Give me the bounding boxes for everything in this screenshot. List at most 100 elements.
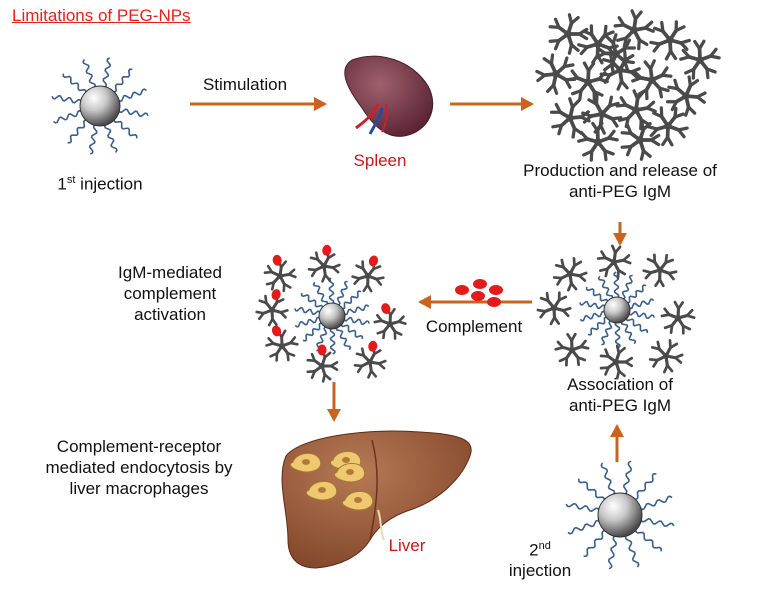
- igm-antibody: [353, 340, 387, 379]
- igm-fab: [545, 292, 550, 303]
- igm-fab: [660, 20, 665, 33]
- peg-chain: [312, 281, 329, 306]
- igm-antibody: [660, 300, 696, 335]
- bound-complement: [368, 255, 379, 267]
- peg-chain: [565, 502, 601, 513]
- flow-arrows: [190, 97, 627, 462]
- igm-fab: [577, 274, 587, 282]
- igm-fab: [279, 311, 287, 319]
- stimulation-label: Stimulation: [202, 75, 288, 94]
- igm-antibody: [307, 244, 341, 283]
- peg-chain: [613, 271, 620, 299]
- igm-fab: [267, 337, 275, 345]
- igm-fab: [595, 121, 604, 133]
- igm-fab: [673, 78, 680, 91]
- igm-fab: [664, 258, 675, 264]
- peg-chain: [294, 306, 321, 316]
- peg-chain: [53, 109, 83, 124]
- igm-fab: [629, 70, 640, 80]
- igm-antibody: [647, 106, 689, 147]
- igm-fab: [608, 101, 620, 108]
- igm-arm: [676, 306, 681, 320]
- igm-fab: [599, 72, 612, 77]
- igm-arm: [612, 251, 617, 264]
- peg-chain: [343, 304, 370, 316]
- igm-fab: [594, 93, 599, 106]
- igm-fab: [622, 59, 630, 72]
- bound-complement: [272, 254, 282, 266]
- complement-protein: [487, 297, 501, 307]
- igm-fab: [643, 26, 655, 33]
- igm-fab: [361, 260, 365, 270]
- peg-chain: [567, 519, 601, 535]
- igm-fab: [621, 258, 632, 265]
- igm-antibody: [536, 291, 572, 326]
- igm-fab: [611, 33, 618, 45]
- igm-antibody: [649, 20, 691, 61]
- igm-antibody: [679, 39, 721, 80]
- peg-chain: [340, 323, 364, 339]
- igm-fab: [558, 356, 569, 363]
- association-line-1: Association of: [567, 375, 673, 394]
- igm-fab: [623, 46, 636, 50]
- peg-chain: [607, 534, 618, 570]
- endocytosis-label: Complement-receptor mediated endocytosis…: [14, 436, 264, 499]
- igm-fab: [397, 320, 407, 325]
- igm-arm: [634, 96, 640, 112]
- igm-fab: [617, 346, 626, 355]
- igm-fab: [289, 341, 299, 346]
- igm-fab: [677, 301, 685, 310]
- igm-fab: [679, 41, 689, 51]
- igm-fab: [577, 32, 589, 41]
- igm-fab: [535, 69, 547, 77]
- igm-fab: [282, 282, 286, 293]
- igm-arm: [570, 338, 574, 352]
- peg-chain: [600, 462, 616, 496]
- igm-fab: [581, 111, 593, 118]
- igm-fab: [310, 352, 317, 363]
- igm-fab: [362, 283, 369, 293]
- igm-fab: [603, 30, 615, 37]
- igm-fab: [321, 373, 327, 383]
- igm-fab: [684, 105, 691, 117]
- peg-chain: [67, 119, 88, 144]
- peg-chain: [625, 317, 649, 333]
- nanoparticle-core: [318, 302, 346, 330]
- peg-chain: [601, 320, 613, 346]
- igm-fab: [266, 264, 274, 274]
- peg-chain: [597, 275, 614, 300]
- arrow-head: [521, 97, 534, 111]
- igm-arm: [596, 33, 607, 46]
- activation-line-1: IgM-mediated: [118, 263, 222, 282]
- macrophage: [289, 453, 322, 473]
- production-label: Production and release of anti-PEG IgM: [490, 160, 750, 202]
- activation-line-2: complement: [123, 284, 217, 303]
- peg-chain: [336, 280, 348, 306]
- endocytosis-line-2: mediated endocytosis by: [45, 458, 233, 477]
- igm-fab: [562, 63, 575, 69]
- igm-fab: [661, 135, 670, 147]
- igm-fab: [649, 138, 661, 147]
- igm-arm: [658, 260, 668, 272]
- associated-igm-antibodies: [536, 244, 696, 380]
- igm-fab: [618, 116, 630, 122]
- igm-fab: [564, 78, 572, 89]
- peg-chain: [628, 298, 655, 310]
- igm-fab: [619, 96, 628, 107]
- endocytosis-line-1: Complement-receptor: [56, 437, 222, 456]
- igm-arm: [600, 103, 612, 116]
- complement-bound-antibodies: [255, 244, 407, 383]
- igm-antibody: [595, 33, 636, 75]
- igm-fab: [599, 366, 610, 370]
- igm-antibody: [631, 59, 673, 101]
- igm-arm: [278, 265, 283, 278]
- igm-fab: [604, 348, 610, 358]
- bound-complement: [368, 340, 378, 352]
- peg-nanoparticle-igm-associated: [579, 271, 655, 349]
- igm-fab: [665, 100, 678, 104]
- peg-chain: [328, 277, 335, 305]
- endocytosis-line-3: liver macrophages: [69, 479, 209, 498]
- igm-fab: [647, 125, 659, 131]
- igm-antibody: [577, 121, 619, 162]
